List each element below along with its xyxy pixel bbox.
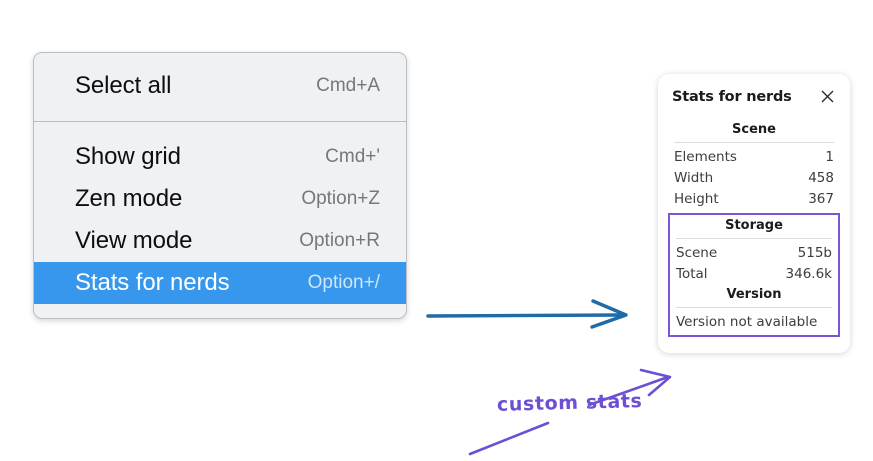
menu-item-view-mode[interactable]: View mode Option+R: [34, 220, 406, 262]
menu-item-select-all[interactable]: Select all Cmd+A: [34, 65, 406, 107]
stats-section-version: Version Version not available: [674, 284, 834, 332]
close-icon[interactable]: [819, 88, 836, 105]
menu-item-shortcut: Option+Z: [301, 188, 380, 209]
menu-item-shortcut: Cmd+A: [316, 75, 380, 96]
menu-item-label: Select all: [75, 72, 172, 99]
section-heading-storage: Storage: [725, 218, 783, 233]
menu-item-label: Show grid: [75, 143, 181, 170]
stats-section-scene: Scene Elements 1 Width 458 Height 367: [672, 119, 836, 209]
menu-item-show-grid[interactable]: Show grid Cmd+': [34, 136, 406, 178]
stats-row-key: Elements: [674, 148, 737, 165]
stats-row-height: Height 367: [672, 188, 836, 209]
stats-row-value: 367: [808, 190, 834, 207]
stats-version-value: Version not available: [676, 313, 818, 330]
stats-panel-title: Stats for nerds: [672, 88, 792, 105]
section-divider: [676, 307, 832, 308]
stats-row-key: Total: [676, 265, 708, 282]
stats-row-storage-scene: Scene 515b: [674, 242, 834, 263]
menu-item-stats-for-nerds[interactable]: Stats for nerds Option+/: [34, 262, 406, 304]
canvas-context-menu[interactable]: Select all Cmd+A Show grid Cmd+' Zen mod…: [33, 52, 407, 319]
stats-row-width: Width 458: [672, 167, 836, 188]
stats-row-storage-total: Total 346.6k: [674, 263, 834, 284]
section-divider: [676, 238, 832, 239]
section-heading-scene: Scene: [732, 122, 776, 137]
stats-row-value: 1: [825, 148, 834, 165]
menu-item-label: Stats for nerds: [75, 269, 230, 296]
menu-group-primary: Select all Cmd+A: [34, 53, 406, 122]
menu-to-panel-arrow: [426, 299, 628, 329]
menu-item-label: Zen mode: [75, 185, 183, 212]
stats-row-key: Scene: [676, 244, 718, 261]
section-heading-version: Version: [726, 287, 782, 302]
menu-group-view: Show grid Cmd+' Zen mode Option+Z View m…: [34, 122, 406, 304]
stats-row-value: 515b: [797, 244, 832, 261]
stats-row-key: Height: [674, 190, 719, 207]
stats-row-key: Width: [674, 169, 714, 186]
stats-panel-header: Stats for nerds: [672, 88, 836, 105]
section-divider: [674, 142, 834, 143]
menu-item-zen-mode[interactable]: Zen mode Option+Z: [34, 178, 406, 220]
stats-row-value: 458: [808, 169, 834, 186]
stats-for-nerds-panel: Stats for nerds Scene Elements 1 Width 4…: [658, 74, 850, 353]
stats-row-elements: Elements 1: [672, 146, 836, 167]
menu-item-shortcut: Option+/: [307, 272, 380, 293]
custom-stats-highlight-box: Storage Scene 515b Total 346.6k Version …: [668, 213, 840, 337]
annotation-note-custom-stats: custom stats: [496, 390, 643, 416]
menu-item-label: View mode: [75, 227, 193, 254]
menu-item-shortcut: Option+R: [299, 230, 380, 251]
menu-item-shortcut: Cmd+': [325, 146, 380, 167]
stats-row-value: 346.6k: [785, 265, 832, 282]
stats-section-storage: Storage Scene 515b Total 346.6k: [674, 215, 834, 284]
